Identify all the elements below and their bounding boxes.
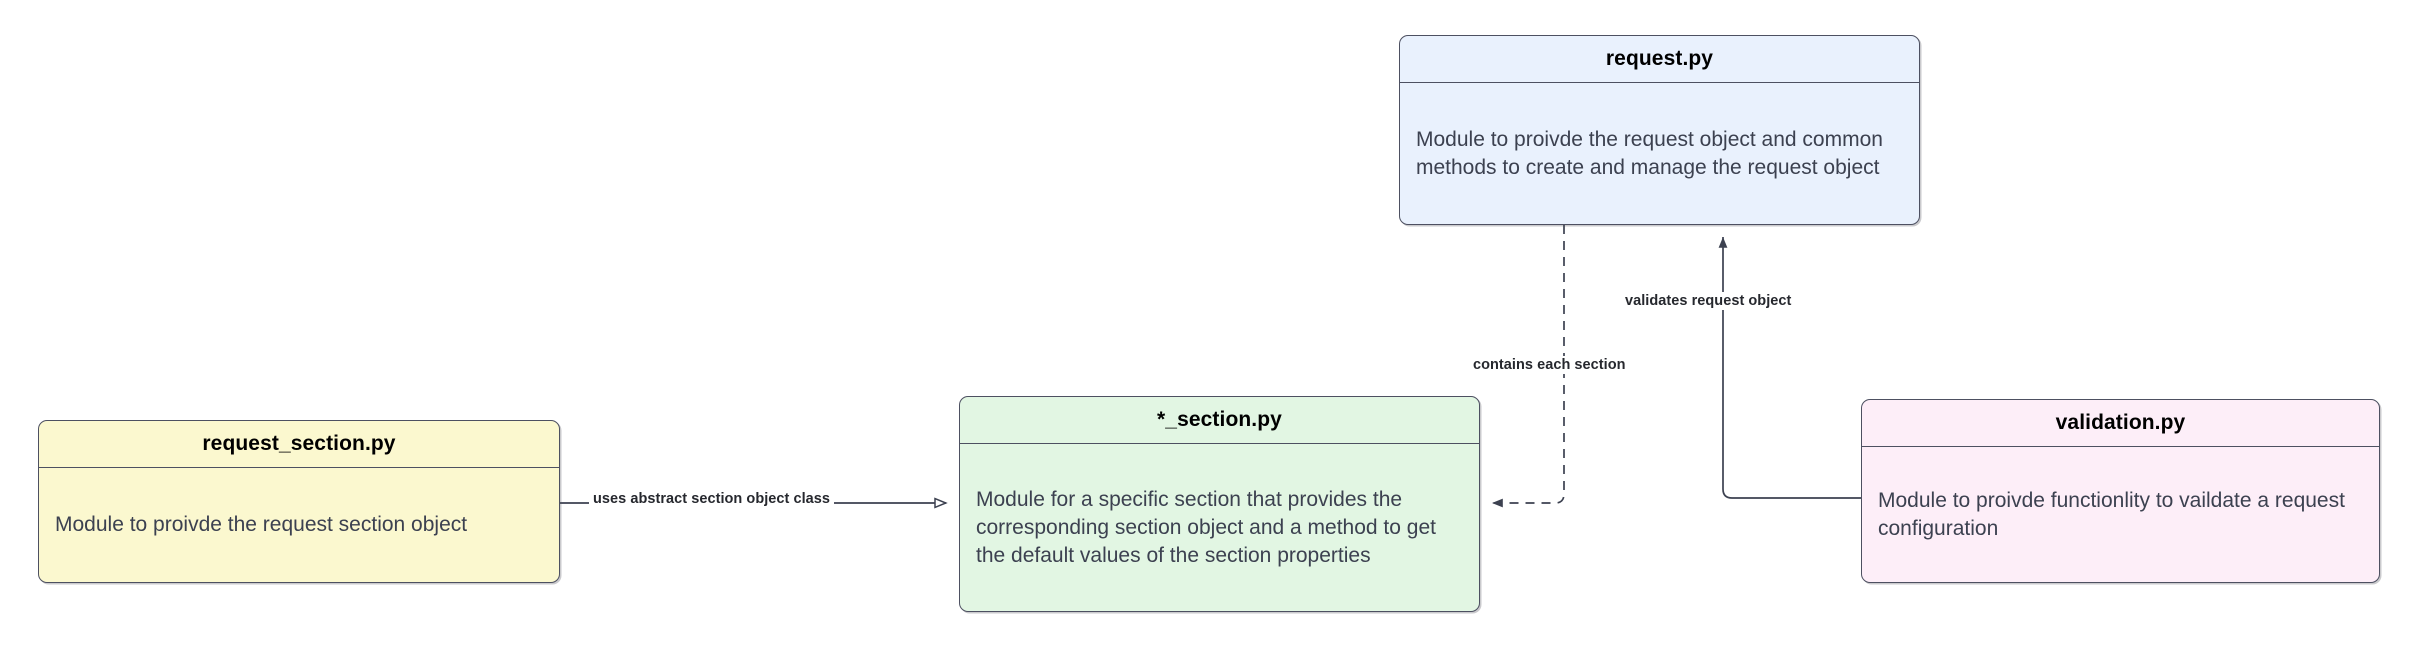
node-request-py-body: Module to proivde the request object and… xyxy=(1400,83,1919,224)
edge-label-contains-each-section: contains each section xyxy=(1469,356,1630,374)
node-request-section-py-description: Module to proivde the request section ob… xyxy=(55,513,468,537)
node-request-section-py-title: request_section.py xyxy=(39,421,559,469)
node-star-section-py-title: *_section.py xyxy=(960,397,1479,445)
node-request-section-py[interactable]: request_section.py Module to proivde the… xyxy=(38,420,560,583)
node-request-py-description: Module to proivde the request object and… xyxy=(1416,127,1883,179)
edge-label-uses-abstract-section-object-class: uses abstract section object class xyxy=(589,490,835,508)
node-validation-py-title: validation.py xyxy=(1862,400,2379,448)
node-request-py-title: request.py xyxy=(1400,36,1919,84)
node-validation-py-body: Module to proivde functionlity to vailda… xyxy=(1862,447,2379,582)
node-star-section-py-description: Module for a specific section that provi… xyxy=(976,487,1436,567)
node-validation-py-description: Module to proivde functionlity to vailda… xyxy=(1878,488,2345,540)
edge-validates-request-object xyxy=(1718,236,1861,499)
node-star-section-py-body: Module for a specific section that provi… xyxy=(960,444,1479,611)
edge-label-validates-request-object: validates request object xyxy=(1621,292,1796,310)
node-request-py[interactable]: request.py Module to proivde the request… xyxy=(1399,35,1920,225)
node-star-section-py[interactable]: *_section.py Module for a specific secti… xyxy=(959,396,1480,612)
node-validation-py[interactable]: validation.py Module to proivde function… xyxy=(1861,399,2380,583)
node-request-section-py-body: Module to proivde the request section ob… xyxy=(39,468,559,582)
